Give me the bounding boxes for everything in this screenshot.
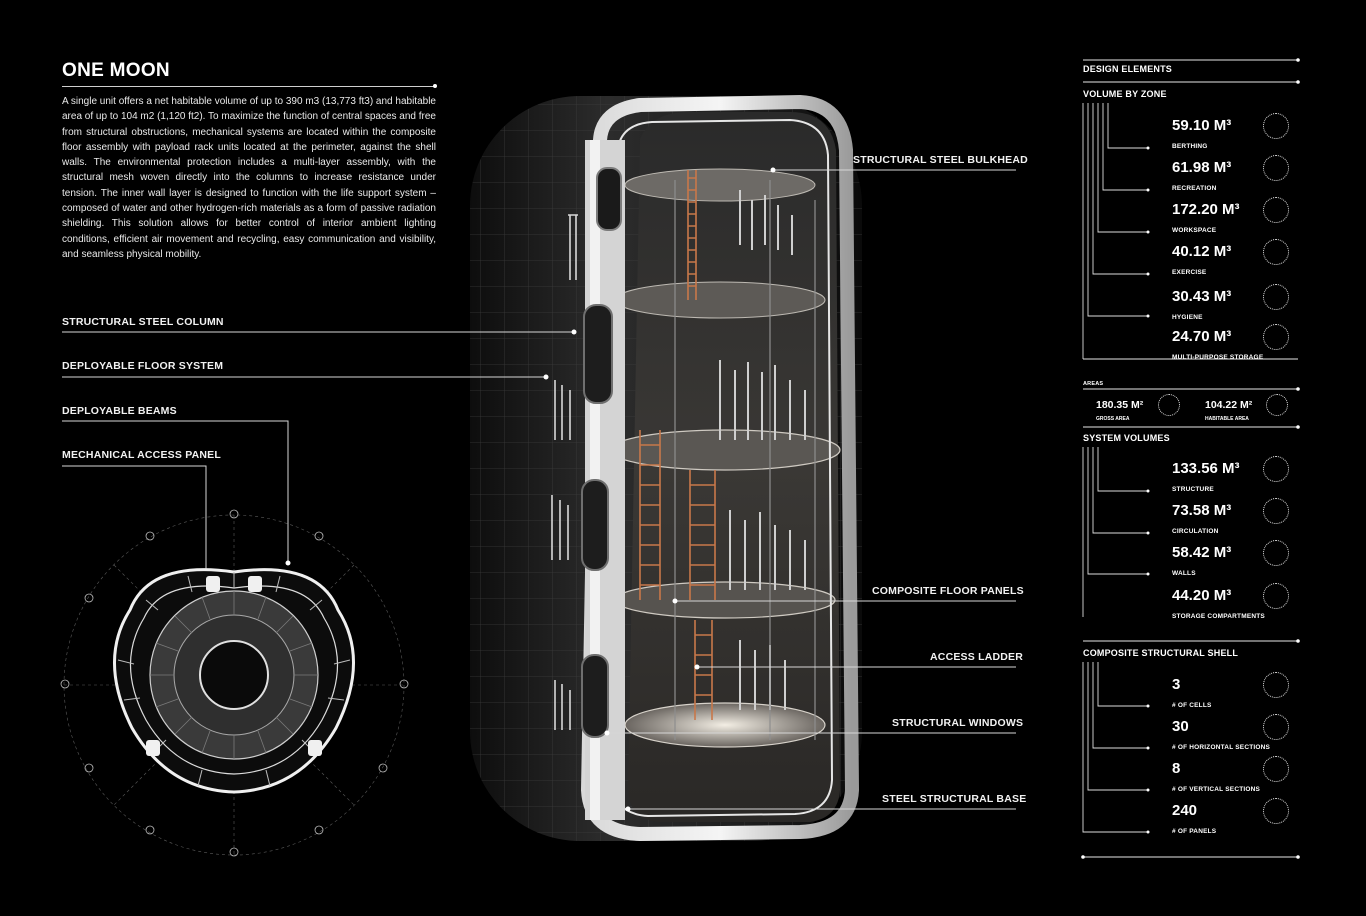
- system-volumes-heading: SYSTEM VOLUMES: [1083, 433, 1170, 443]
- payload-racks: [719, 190, 806, 710]
- page-title: ONE MOON: [62, 60, 170, 81]
- leader-lines: [62, 169, 1016, 810]
- zone-ring-icon: [1263, 197, 1289, 223]
- shell-ring-icon: [1263, 798, 1289, 824]
- floor-level-2: [614, 281, 826, 319]
- interior-columns: [674, 180, 816, 740]
- panel-rules: [1083, 59, 1298, 858]
- zone-bracket-tree: [1082, 103, 1148, 359]
- shell-ring-icon: [1263, 756, 1289, 782]
- system-ring-icon: [1263, 498, 1289, 524]
- callout-structural-windows: STRUCTURAL WINDOWS: [892, 717, 1024, 729]
- callout-deployable-floor-system: DEPLOYABLE FLOOR SYSTEM: [62, 360, 224, 372]
- zone-ring-icon: [1263, 113, 1289, 139]
- volume-by-zone-heading: VOLUME BY ZONE: [1083, 89, 1167, 99]
- floor-plan-diagram: [60, 509, 409, 857]
- area-ring-icon: [1158, 394, 1180, 416]
- callout-steel-structural-base: STEEL STRUCTURAL BASE: [882, 793, 1027, 805]
- structural-window-3: [581, 479, 609, 571]
- callout-structural-steel-column: STRUCTURAL STEEL COLUMN: [62, 316, 224, 328]
- steel-frame: [580, 94, 860, 842]
- system-bracket-tree: [1082, 447, 1148, 617]
- access-ladders: [639, 170, 716, 720]
- floor-level-4: [614, 581, 836, 619]
- composite-shell-heading: COMPOSITE STRUCTURAL SHELL: [1083, 648, 1239, 658]
- structural-window-4: [581, 654, 609, 738]
- callout-structural-steel-bulkhead: STRUCTURAL STEEL BULKHEAD: [853, 154, 1028, 166]
- floor-level-5: [624, 702, 826, 748]
- bracket-end-dots: [1146, 146, 1150, 834]
- floor-level-1: [624, 168, 816, 202]
- description-paragraph: A single unit offers a net habitable vol…: [62, 96, 436, 260]
- area-ring-icon: [1266, 394, 1288, 416]
- shell-bracket-tree: [1082, 662, 1148, 833]
- zone-ring-icon: [1263, 239, 1289, 265]
- callout-deployable-beams: DEPLOYABLE BEAMS: [62, 405, 177, 417]
- callout-access-ladder: ACCESS LADDER: [930, 651, 1024, 663]
- exterior-racks: [551, 214, 578, 730]
- system-ring-icon: [1263, 456, 1289, 482]
- design-elements-heading: DESIGN ELEMENTS: [1083, 64, 1173, 74]
- system-ring-icon: [1263, 540, 1289, 566]
- zone-ring-icon: [1263, 324, 1289, 350]
- system-ring-icon: [1263, 583, 1289, 609]
- shell-ring-icon: [1263, 672, 1289, 698]
- structural-window-1: [596, 167, 622, 231]
- callout-composite-floor-panels: COMPOSITE FLOOR PANELS: [872, 585, 1024, 597]
- areas-heading: AREAS: [1083, 381, 1104, 387]
- title-divider: [62, 84, 437, 88]
- structural-window-2: [583, 304, 613, 404]
- interior-cutaway: [609, 112, 841, 822]
- callout-mechanical-access-panel: MECHANICAL ACCESS PANEL: [62, 449, 221, 461]
- panel-rule-dots: [1081, 58, 1300, 859]
- shell-ring-icon: [1263, 714, 1289, 740]
- zone-ring-icon: [1263, 284, 1289, 310]
- zone-ring-icon: [1263, 155, 1289, 181]
